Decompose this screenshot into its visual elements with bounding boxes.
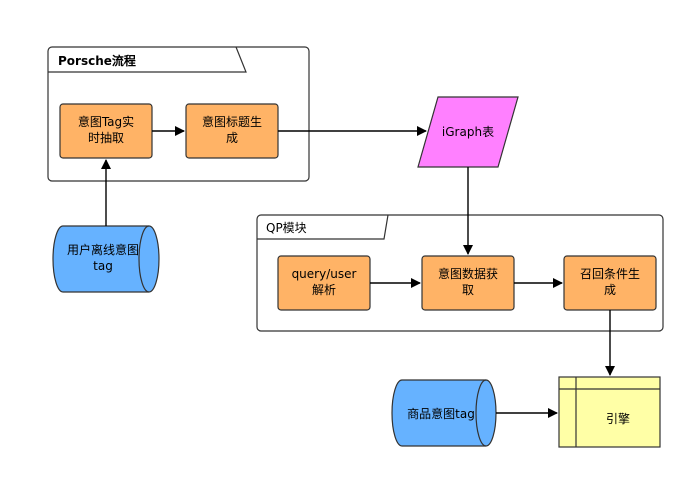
intent-tag-extract-line2: 时抽取 <box>88 131 124 145</box>
igraph-table-node[interactable]: iGraph表 <box>417 96 519 168</box>
recall-condition-gen-node[interactable]: 召回条件生 成 <box>563 255 657 311</box>
engine-label: 引擎 <box>606 411 630 426</box>
engine-node[interactable]: 引擎 <box>558 376 661 448</box>
query-user-parse-line2: 解析 <box>312 283 336 297</box>
porsche-frame-title: Porsche流程 <box>58 53 136 68</box>
intent-data-fetch-line1: 意图数据获 <box>438 266 498 281</box>
intent-title-gen-node[interactable]: 意图标题生 成 <box>185 103 279 159</box>
query-user-parse-line1: query/user <box>292 267 357 281</box>
intent-title-gen-line1: 意图标题生 <box>202 114 262 129</box>
product-intent-tag-db[interactable]: 商品意图tag <box>391 379 497 447</box>
user-offline-intent-line1: 用户离线意图 <box>67 242 139 257</box>
intent-data-fetch-node[interactable]: 意图数据获 取 <box>421 255 515 311</box>
qp-frame-title: QP模块 <box>266 221 307 235</box>
intent-data-fetch-line2: 取 <box>462 283 474 297</box>
user-offline-intent-line2: tag <box>93 259 113 273</box>
product-intent-tag-label: 商品意图tag <box>407 406 475 421</box>
intent-tag-extract-line1: 意图Tag实 <box>78 114 134 129</box>
connectors <box>101 126 615 418</box>
intent-title-gen-line2: 成 <box>226 131 238 145</box>
recall-condition-gen-line2: 成 <box>604 283 616 297</box>
intent-tag-extract-node[interactable]: 意图Tag实 时抽取 <box>59 103 153 159</box>
user-offline-intent-db[interactable]: 用户离线意图 tag <box>52 225 160 293</box>
query-user-parse-node[interactable]: query/user 解析 <box>277 255 371 311</box>
igraph-table-label: iGraph表 <box>442 125 494 139</box>
recall-condition-gen-line1: 召回条件生 <box>580 267 640 281</box>
